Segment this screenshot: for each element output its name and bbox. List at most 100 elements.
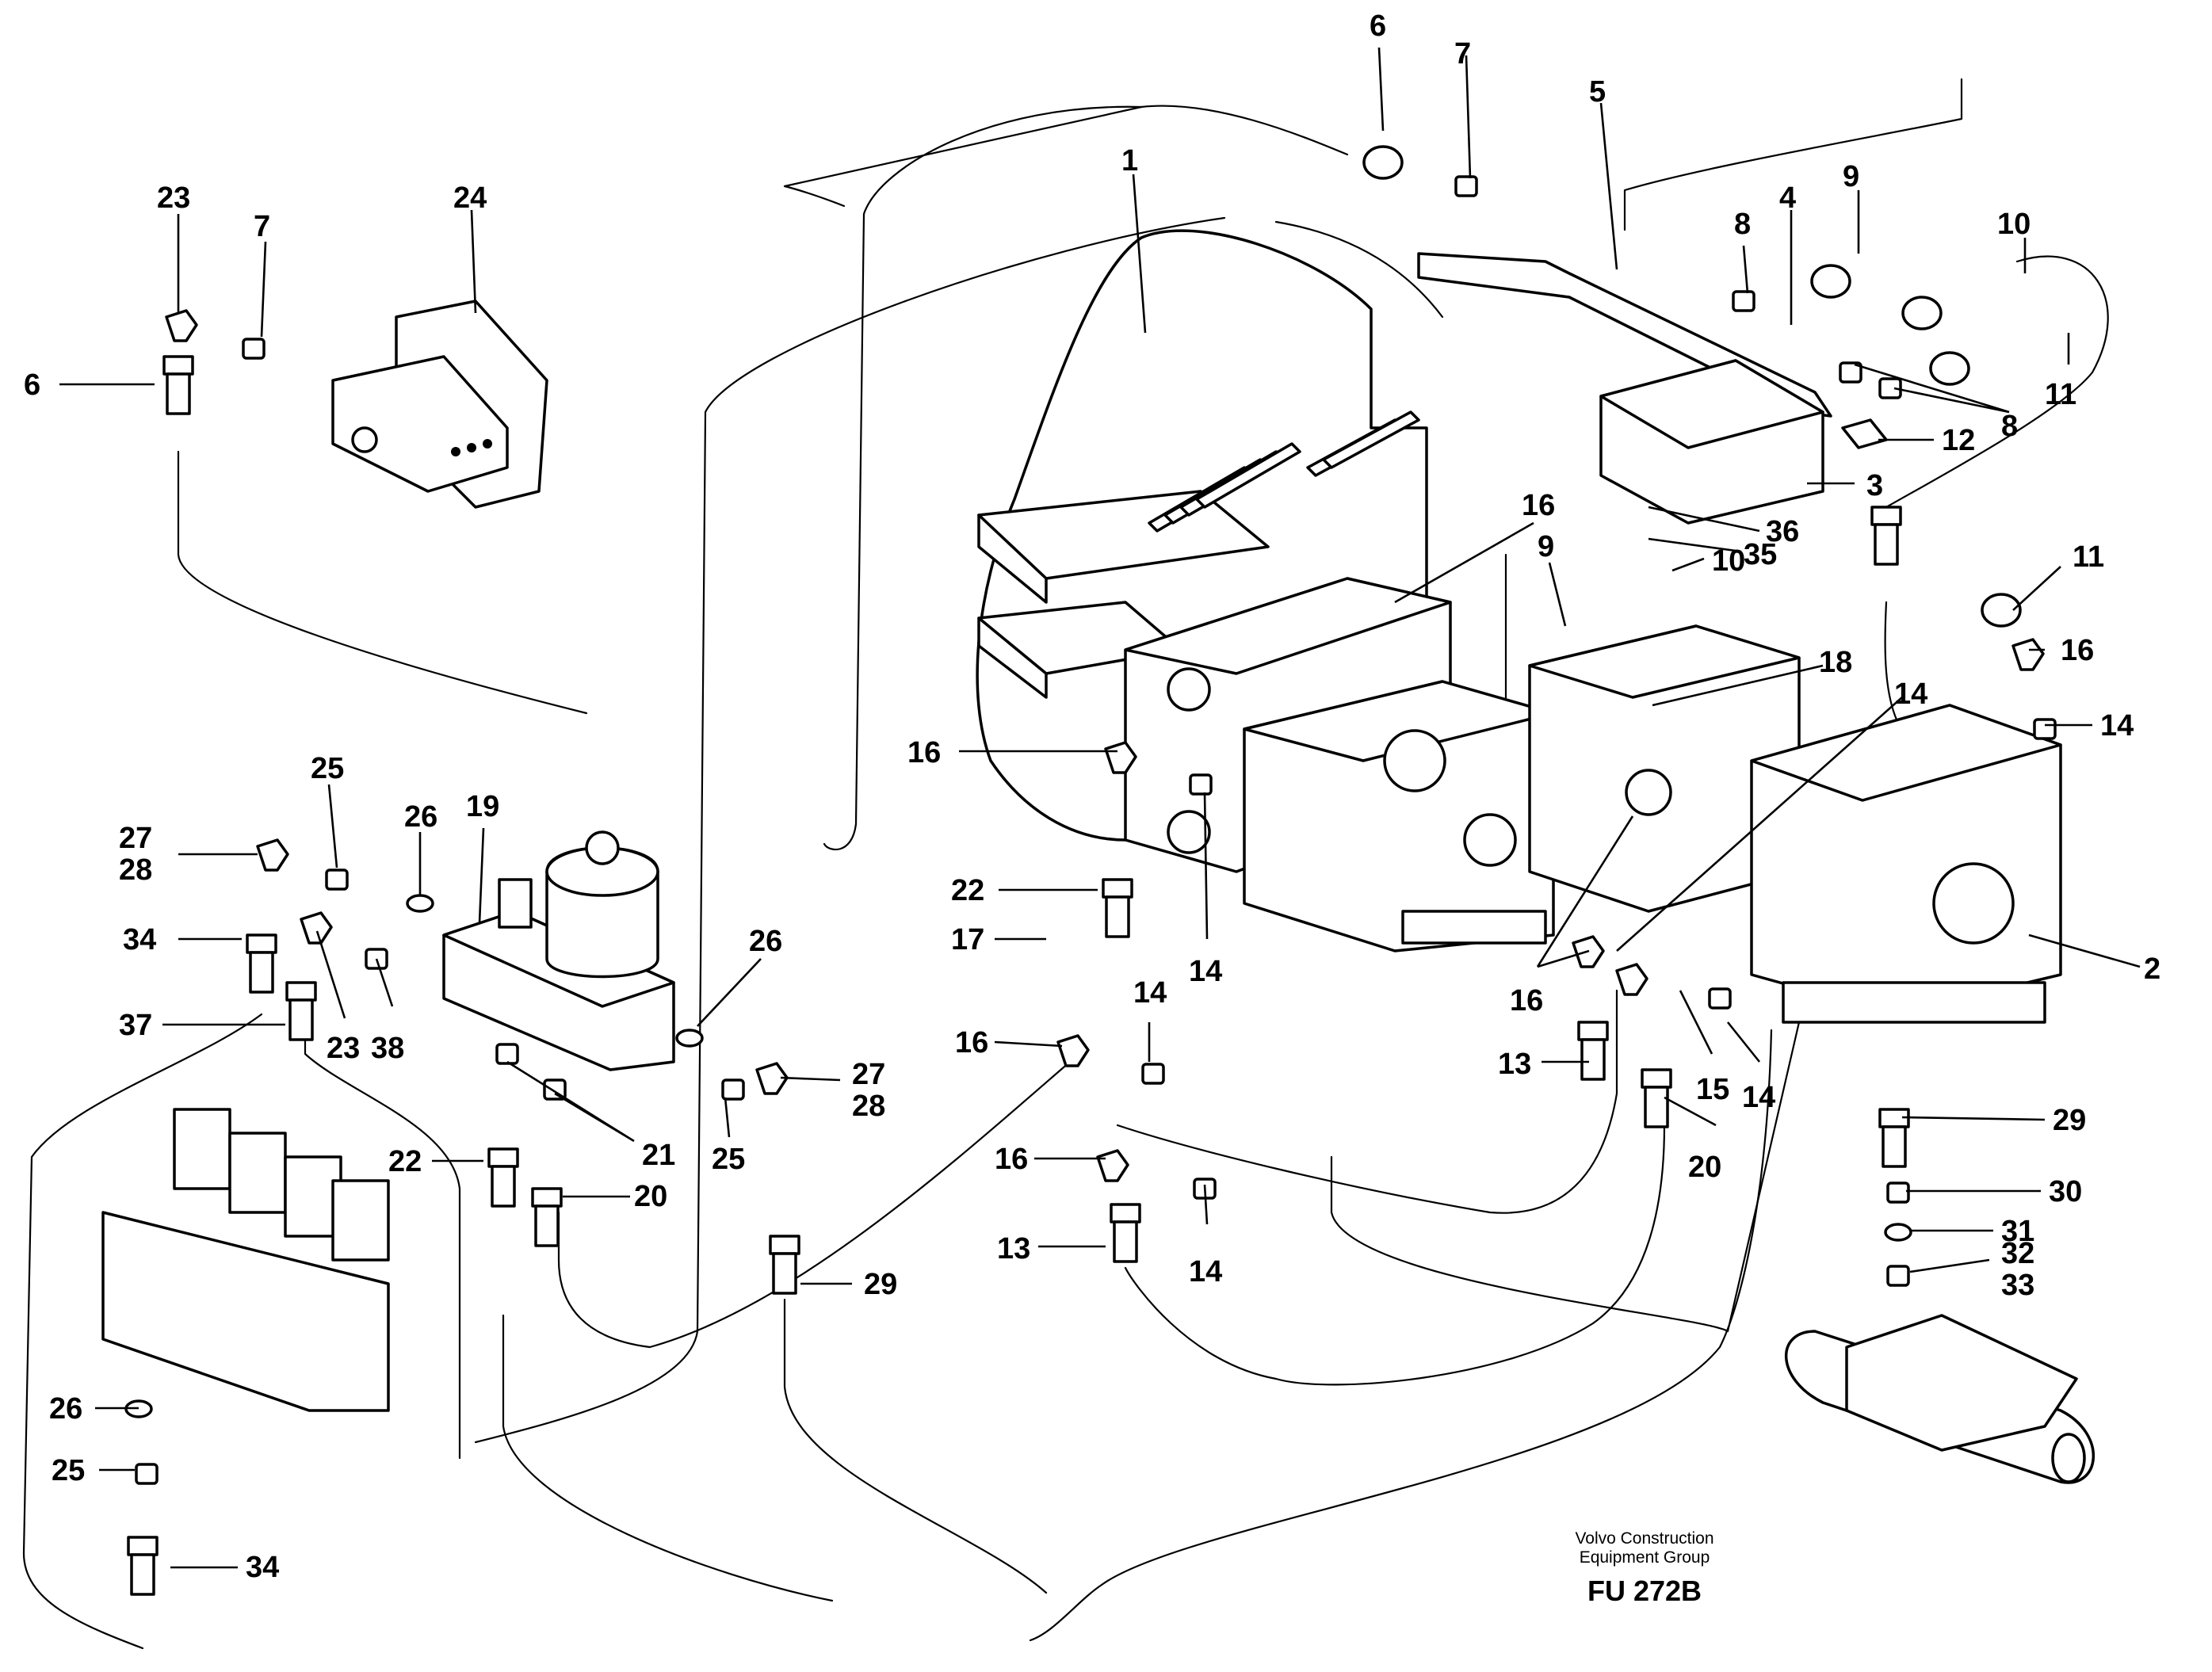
leader-36 — [1648, 506, 1760, 533]
brand-line-2: Equipment Group — [1580, 1548, 1710, 1567]
callout-16-right: 16 — [2061, 634, 2094, 667]
hose-nut — [285, 981, 317, 1002]
adapter-nipple — [1708, 987, 1732, 1010]
hose-ferrule — [1580, 1038, 1606, 1081]
callout-25-mid: 25 — [712, 1143, 745, 1176]
leader-29a — [1901, 1116, 2046, 1121]
leader-16d — [1536, 815, 1634, 968]
leader-9b — [1548, 562, 1567, 627]
elbow-fitting — [755, 1062, 789, 1095]
leader-23b — [315, 930, 346, 1019]
callout-36: 36 — [1766, 515, 1799, 548]
control-valve-bank — [101, 1108, 390, 1412]
callout-13-bottom: 13 — [997, 1232, 1030, 1265]
brand-line-1: Volvo Construction — [1575, 1529, 1713, 1548]
callout-25-left: 25 — [311, 752, 344, 785]
callout-8-top: 8 — [1734, 208, 1751, 241]
leader-35 — [1648, 537, 1736, 552]
elbow-fitting — [300, 911, 333, 945]
connector-pin — [467, 443, 476, 452]
callout-33: 33 — [2001, 1269, 2034, 1302]
adapter-nipple — [325, 868, 349, 891]
callout-4: 4 — [1779, 181, 1796, 215]
swivel-nut — [1981, 593, 2022, 628]
callout-35: 35 — [1744, 538, 1777, 571]
hose-ferrule — [1882, 1125, 1907, 1168]
hose-line — [1330, 997, 1888, 1333]
callout-27-left: 27 — [119, 822, 152, 855]
hose-line — [1885, 255, 2109, 509]
hose-nut — [531, 1187, 563, 1208]
callout-20-left: 20 — [634, 1180, 667, 1213]
leader-8a — [1742, 245, 1749, 294]
callout-26-mid: 26 — [749, 925, 782, 958]
callout-2: 2 — [2144, 952, 2160, 986]
callout-31: 31 — [2001, 1215, 2034, 1248]
hose-line — [1623, 78, 1963, 231]
swivel-nut — [1901, 296, 1943, 330]
bracket-and-block — [1417, 252, 1888, 525]
drawing-code: FU 272B — [1587, 1575, 1702, 1607]
leaders — [59, 47, 2141, 1569]
hose-ferrule — [491, 1165, 516, 1208]
hose-line — [557, 1060, 1072, 1349]
leader-14a — [1203, 792, 1209, 940]
valve-section — [173, 1108, 231, 1190]
leader-7b — [260, 241, 267, 338]
callout-14-lower: 14 — [1742, 1081, 1775, 1114]
leader-21 — [506, 1060, 635, 1143]
pump-section-3-top — [1528, 624, 1801, 699]
hose-ferrule — [1874, 523, 1899, 566]
callout-11-right: 11 — [2073, 540, 2104, 574]
connector-body — [331, 355, 509, 493]
hose-line — [823, 105, 1143, 851]
leader-32 — [1909, 1258, 1990, 1273]
hose-nut — [246, 933, 277, 954]
callout-16-pump: 16 — [1510, 984, 1543, 1017]
hose-nut — [162, 355, 194, 376]
adapter-nipple — [1886, 1265, 1910, 1287]
valve-section — [228, 1132, 287, 1214]
elbow-fitting — [165, 309, 198, 342]
connector-pin — [483, 439, 492, 449]
adapter-nipple — [495, 1043, 519, 1065]
leader-20a — [1664, 1096, 1717, 1127]
callout-16-mid: 16 — [955, 1026, 988, 1059]
cooling-fins — [1148, 410, 1420, 533]
elbow-fitting — [1056, 1034, 1090, 1067]
callout-23-top: 23 — [157, 181, 190, 215]
pump-section-4-top — [1750, 704, 2062, 802]
callout-14-bottom: 14 — [1189, 1255, 1222, 1288]
callout-5: 5 — [1589, 75, 1606, 109]
adapter-nipple — [1732, 290, 1755, 312]
callout-26-bottom: 26 — [49, 1392, 82, 1426]
callout-1: 1 — [1121, 144, 1138, 178]
pump-port — [1625, 769, 1672, 816]
callout-17: 17 — [951, 923, 984, 956]
hose-nut — [1102, 878, 1133, 899]
hose-ferrule — [288, 998, 314, 1041]
callout-29-mid: 29 — [864, 1268, 897, 1301]
hose-nut — [1641, 1068, 1672, 1089]
hose-line — [304, 997, 461, 1460]
callout-16-bottom: 16 — [995, 1143, 1028, 1176]
washer — [1884, 1223, 1912, 1242]
callout-9-top: 9 — [1843, 160, 1859, 193]
callout-6-top: 6 — [1370, 10, 1386, 43]
leader-27b — [780, 1076, 841, 1082]
valve-stem — [498, 878, 533, 929]
pump-mount-bracket-face — [977, 513, 1048, 604]
callout-29-right: 29 — [2053, 1104, 2086, 1137]
hose-ferrule — [1113, 1220, 1138, 1263]
callout-16-top: 16 — [1522, 489, 1555, 522]
hose-line — [22, 1013, 263, 1650]
callout-32: 32 — [2001, 1237, 2034, 1270]
callout-20-right: 20 — [1688, 1151, 1721, 1184]
washer — [406, 894, 434, 913]
plug — [1841, 418, 1888, 449]
pump-base-plate — [1401, 910, 1547, 945]
callout-13-mid: 13 — [1498, 1048, 1531, 1081]
adapter-nipple — [135, 1463, 159, 1485]
elbow-fitting — [1096, 1149, 1129, 1182]
